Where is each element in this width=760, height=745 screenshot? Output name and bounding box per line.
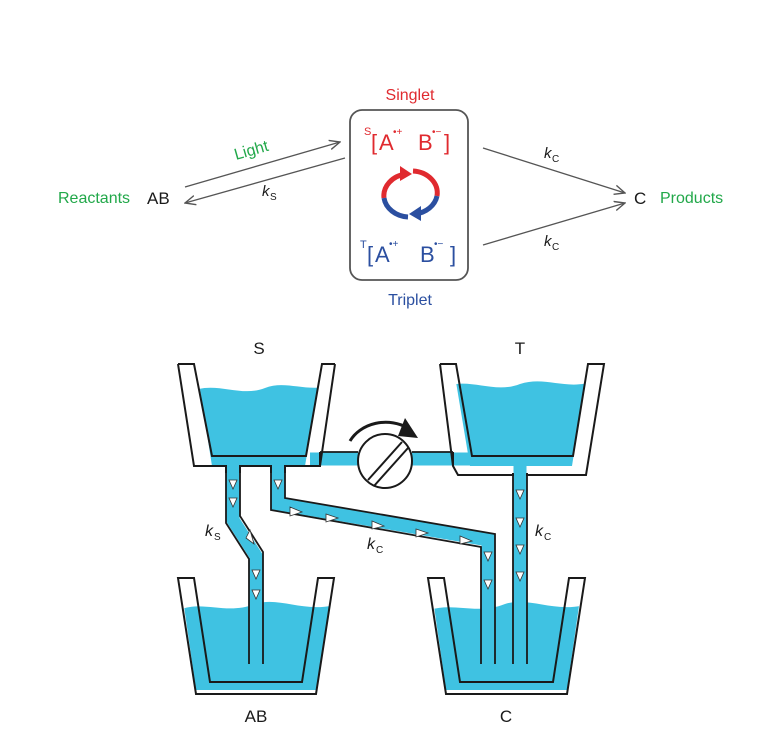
reactant-ab: AB [147, 189, 170, 208]
svg-text:C: C [544, 532, 551, 543]
triplet-cation-charge: •+ [389, 239, 399, 250]
kc-right-label: k C [535, 523, 551, 543]
singlet-cation-charge: •+ [393, 127, 403, 138]
svg-text:C: C [552, 242, 559, 253]
svg-text:k: k [535, 523, 544, 540]
tank-t [439, 363, 606, 476]
reactants-label: Reactants [58, 190, 130, 207]
tank-ab [176, 577, 336, 695]
svg-text:k: k [544, 233, 553, 250]
light-arrow [184, 142, 340, 188]
hydraulic-analogy: S T [176, 339, 606, 726]
triplet-radical-pair: T [ A •+ B •− ] [360, 239, 456, 267]
light-label: Light [232, 138, 271, 164]
kc-mid-label: k C [367, 536, 383, 556]
singlet-close-bracket: ] [444, 130, 450, 155]
triplet-cation: A [375, 242, 390, 267]
radical-pair-box [349, 109, 469, 281]
spin-mixing-valve [348, 418, 418, 489]
product-c: C [634, 189, 646, 208]
tank-c-label: C [500, 707, 512, 726]
kc-top-label: k C [544, 145, 559, 165]
reaction-scheme: Singlet S [ A •+ B •− ] T [ A •+ B [58, 87, 723, 309]
tank-s-label: S [253, 339, 264, 358]
svg-text:C: C [552, 154, 559, 165]
triplet-close-bracket: ] [450, 242, 456, 267]
svg-text:k: k [544, 145, 553, 162]
tank-s [177, 363, 336, 473]
triplet-spin-label: T [360, 239, 367, 251]
tank-ab-label: AB [245, 707, 268, 726]
flow-indicators [228, 479, 525, 600]
ks-return-arrow [185, 157, 346, 203]
singlet-spin-label: S [364, 126, 371, 138]
kc-triplet-arrow [482, 203, 625, 246]
tank-c-water [430, 601, 583, 690]
svg-text:k: k [367, 536, 376, 553]
singlet-cation: A [379, 130, 394, 155]
products-label: Products [660, 190, 723, 207]
svg-text:S: S [214, 532, 221, 543]
tank-t-label: T [515, 339, 525, 358]
intersystem-crossing-icon [381, 166, 440, 221]
svg-text:S: S [270, 192, 277, 203]
svg-text:k: k [262, 183, 271, 200]
triplet-title: Triplet [388, 292, 432, 309]
singlet-title: Singlet [386, 87, 435, 104]
tank-t-water [453, 381, 588, 466]
ks-pipe-label: k S [205, 523, 221, 543]
triplet-anion-charge: •− [434, 239, 444, 250]
valve-rotation-icon [348, 420, 409, 442]
tank-c [426, 577, 587, 695]
singlet-anion-charge: •− [432, 127, 442, 138]
svg-text:k: k [205, 523, 214, 540]
singlet-anion: B [418, 130, 433, 155]
triplet-anion: B [420, 242, 435, 267]
singlet-open-bracket: [ [371, 130, 377, 155]
triplet-open-bracket: [ [367, 242, 373, 267]
kc-singlet-arrow [482, 147, 625, 193]
singlet-radical-pair: S [ A •+ B •− ] [364, 126, 450, 155]
tank-s-water [196, 385, 322, 466]
kc-bottom-label: k C [544, 233, 559, 253]
ks-top-label: k S [262, 183, 277, 203]
svg-text:C: C [376, 545, 383, 556]
